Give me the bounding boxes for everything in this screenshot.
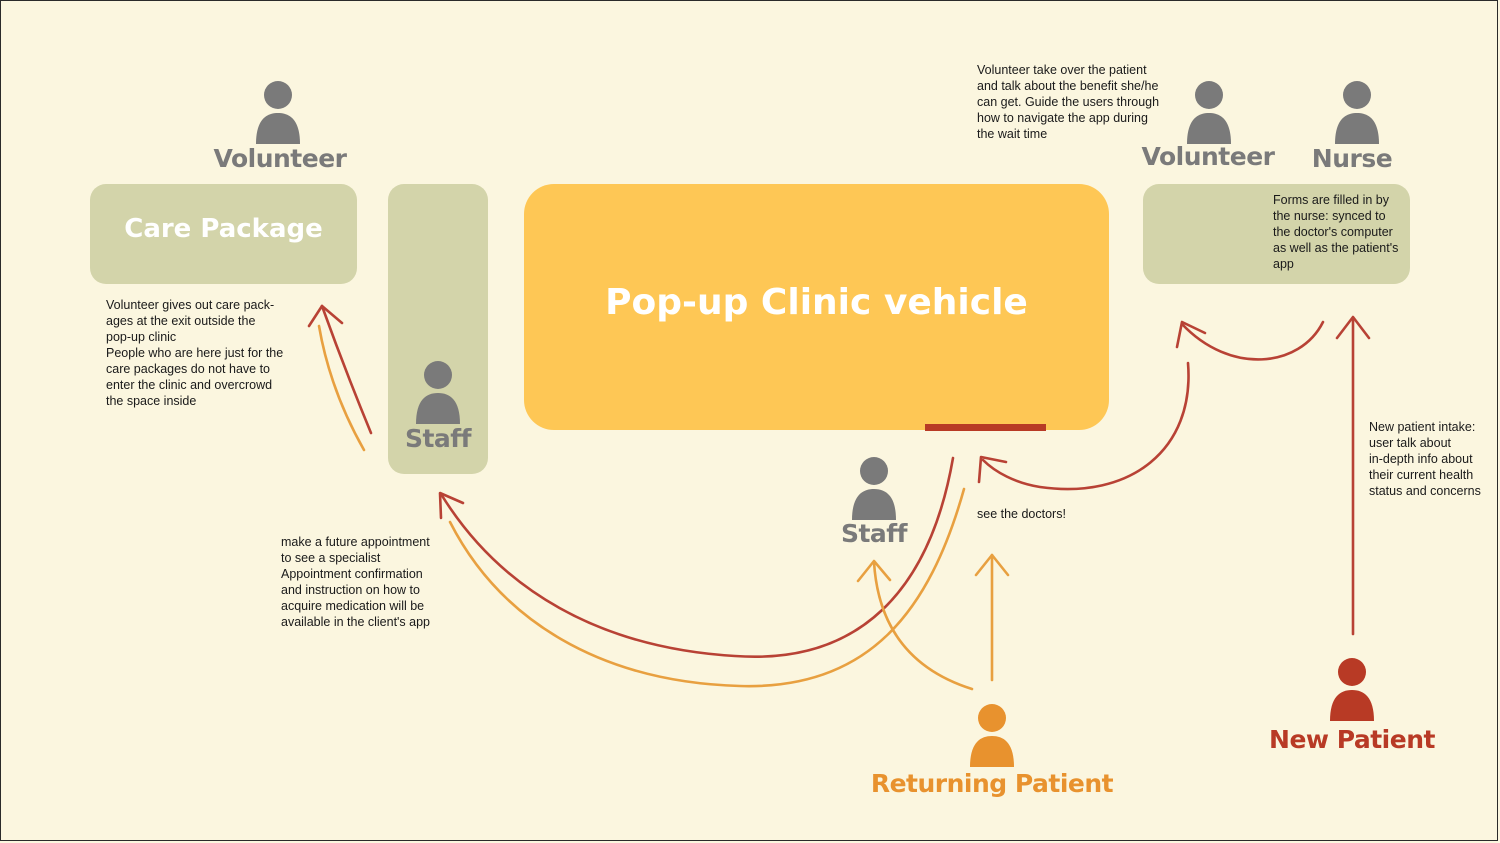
person-icon (852, 457, 896, 520)
arrowhead-intake (1335, 315, 1371, 340)
role-volunteer-right: Volunteer (1141, 142, 1275, 171)
arrowhead-staff-red (438, 491, 465, 520)
note-forms: Forms are filled in by the nurse: synced… (1273, 193, 1399, 271)
role-volunteer-left: Volunteer (213, 144, 347, 173)
intake-box (1143, 184, 1410, 284)
role-nurse: Nurse (1311, 144, 1393, 173)
person-icon (970, 704, 1014, 767)
arrowhead-clinic (977, 455, 1008, 484)
arrow-intake-to-clinic (981, 361, 1190, 491)
arrowhead-doctors (974, 553, 1010, 577)
staff-exit-box (388, 184, 488, 474)
arrow-nurse-to-volunteer (1180, 320, 1325, 361)
person-icon (1335, 81, 1379, 144)
care-package-label: Care Package (124, 214, 323, 244)
arrowhead-staff-center (856, 559, 892, 583)
person-icon (1187, 81, 1231, 144)
clinic-vehicle-box (524, 184, 1109, 430)
arrow-returning-to-staff (872, 560, 974, 691)
role-staff-left: Staff (404, 424, 472, 453)
note-volunteer-takeover: Volunteer take over the patient and talk… (977, 63, 1160, 141)
note-care-package: Volunteer gives out care pack- ages at t… (106, 298, 284, 408)
role-returning-patient: Returning Patient (870, 769, 1114, 798)
arrow-staff-to-care-red (320, 304, 373, 435)
note-appointment: make a future appointment to see a speci… (281, 535, 431, 629)
arrow-clinic-to-staff-red (439, 456, 955, 659)
role-new-patient: New Patient (1269, 725, 1435, 754)
clinic-door (925, 424, 1046, 431)
note-see-doctors: see the doctors! (977, 507, 1066, 521)
arrow-clinic-to-staff-orange (448, 487, 966, 688)
person-icon (416, 361, 460, 424)
note-intake: New patient intake: user talk about in-d… (1369, 420, 1481, 498)
clinic-vehicle-label: Pop-up Clinic vehicle (605, 282, 1028, 323)
person-icon (256, 81, 300, 144)
person-icon (1330, 658, 1374, 721)
care-package-box (90, 184, 357, 284)
arrow-staff-to-care-orange (317, 324, 366, 452)
arrowhead-volunteer (1175, 320, 1207, 349)
role-staff-center: Staff (840, 519, 908, 548)
arrowhead-care-red (307, 304, 344, 328)
